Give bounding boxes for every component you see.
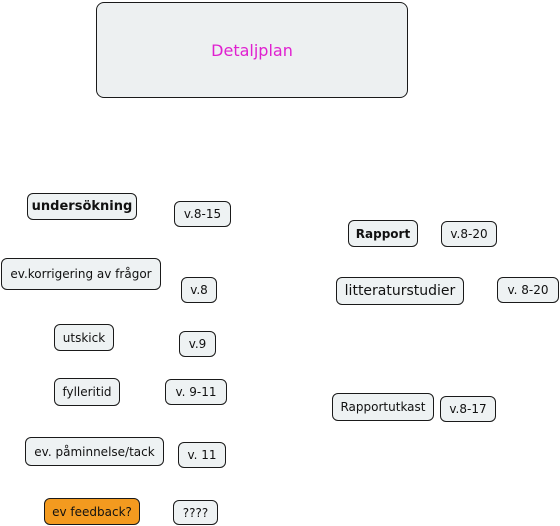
task-node-undersokning: undersökning <box>27 193 137 220</box>
task-label: ev.korrigering av frågor <box>10 267 152 281</box>
week-node-rapport: v.8-20 <box>441 221 497 247</box>
task-node-rapport: Rapport <box>348 220 418 247</box>
task-label: litteraturstudier <box>344 283 456 299</box>
week-label: v. 11 <box>187 448 217 462</box>
week-label: v.8-17 <box>449 402 487 416</box>
week-node-utskick: v.9 <box>179 331 216 357</box>
week-label: v.8 <box>190 283 208 297</box>
title-node: Detaljplan <box>96 2 408 98</box>
week-node-undersokning: v.8-15 <box>174 201 231 227</box>
task-node-paminnelse: ev. påminnelse/tack <box>25 437 164 466</box>
task-label: Rapport <box>355 226 411 241</box>
week-node-paminnelse: v. 11 <box>178 442 226 468</box>
task-label: fylleritid <box>62 385 112 399</box>
week-label: v.9 <box>188 337 207 351</box>
task-label: undersökning <box>31 199 133 214</box>
task-node-feedback: ev feedback? <box>44 498 140 525</box>
week-label: v.8-15 <box>183 207 222 221</box>
week-node-litteraturstudier: v. 8-20 <box>497 277 559 303</box>
task-label: Rapportutkast <box>340 400 426 414</box>
week-label: v. 9-11 <box>175 385 217 399</box>
task-label: ev feedback? <box>52 504 132 519</box>
task-node-fylleritid: fylleritid <box>54 378 120 406</box>
week-label: v. 8-20 <box>507 283 549 297</box>
task-node-litteraturstudier: litteraturstudier <box>336 277 464 305</box>
task-node-utskick: utskick <box>54 324 114 351</box>
title-label: Detaljplan <box>211 40 293 60</box>
week-label: ???? <box>182 505 209 520</box>
week-node-rapportutkast: v.8-17 <box>440 396 496 422</box>
task-label: utskick <box>62 330 106 345</box>
week-label: v.8-20 <box>450 227 488 241</box>
week-node-feedback: ???? <box>173 500 218 525</box>
week-node-fylleritid: v. 9-11 <box>165 379 227 405</box>
task-node-korrigering: ev.korrigering av frågor <box>1 258 161 290</box>
task-label: ev. påminnelse/tack <box>34 444 155 459</box>
task-node-rapportutkast: Rapportutkast <box>332 393 434 421</box>
week-node-korrigering: v.8 <box>181 277 217 303</box>
